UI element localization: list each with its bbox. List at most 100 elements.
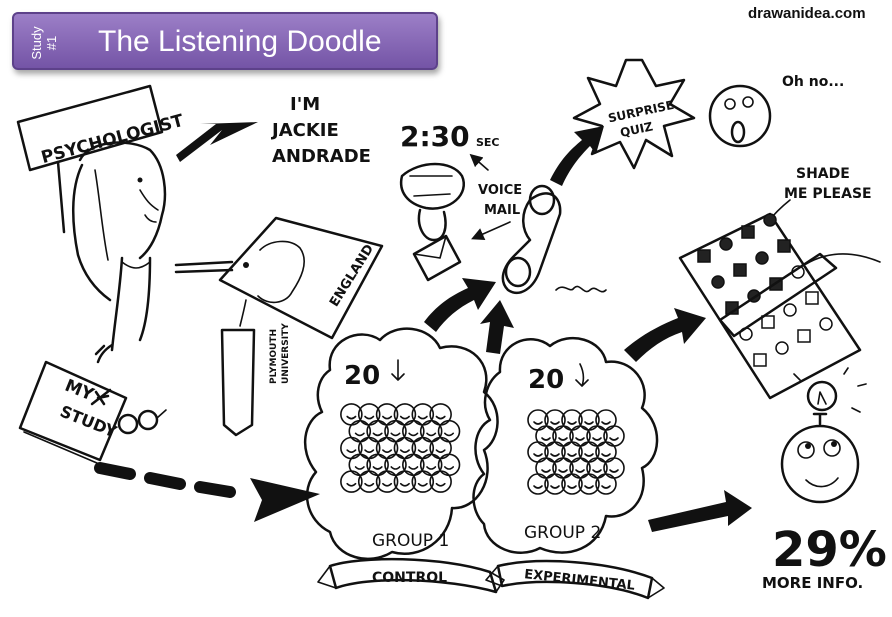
name-arrow — [176, 122, 258, 162]
result-label: MORE INFO. — [762, 574, 863, 592]
crowd-smile — [592, 469, 602, 473]
crowd-smile — [372, 466, 383, 470]
answer-bubble — [777, 239, 791, 253]
crowd-smile — [435, 449, 446, 453]
crowd-smile — [533, 453, 543, 457]
crowd-smile — [550, 421, 560, 425]
timer-unit: SEC — [476, 136, 500, 149]
answer-bubble — [711, 275, 725, 289]
experimental-label: EXPERIMENTAL — [523, 567, 635, 594]
group1-cloud: 20 GROUP 1 — [303, 327, 499, 561]
crowd-face — [544, 473, 566, 495]
crowd-smile — [417, 415, 428, 420]
name-label: I'M JACKIE ANDRADE — [270, 94, 371, 167]
psychologist-label: PSYCHOLOGIST — [39, 111, 186, 168]
my-study-notebook: MY STUDY — [18, 360, 128, 467]
timer-value: 2:30 — [400, 120, 470, 153]
crowd-smile — [346, 449, 357, 453]
crowd-smile — [609, 469, 619, 473]
crowd-smile — [533, 421, 543, 425]
crowd-smile — [575, 469, 585, 473]
crowd-smile — [567, 421, 577, 425]
dashed-arrow — [94, 462, 320, 522]
crowd-face — [393, 470, 417, 493]
brand-credit: drawanidea.com — [748, 5, 866, 22]
crowd-smile — [426, 432, 437, 437]
crowd-face — [561, 473, 583, 495]
crowd-smile — [364, 449, 375, 453]
crowd-smile — [435, 482, 446, 487]
answer-bubble — [741, 225, 755, 239]
university-tag-line2: UNIVERSITY — [281, 323, 291, 384]
crowd-smile — [408, 466, 419, 470]
crowd-smile — [550, 453, 560, 457]
arrow-group2-to-sheet — [624, 308, 706, 362]
arrow-group2-to-phone — [480, 300, 514, 354]
crowd-face — [527, 473, 549, 495]
answer-bubble — [719, 237, 733, 251]
crowd-smile — [609, 437, 619, 441]
crowd-smile — [390, 466, 401, 470]
answer-bubble — [755, 251, 769, 265]
answer-bubble — [819, 317, 833, 331]
answer-bubble — [697, 249, 711, 263]
crowd-smile — [584, 421, 594, 425]
crowd-smile — [533, 485, 543, 489]
control-ribbon: CONTROL — [317, 557, 505, 594]
crowd-smile — [354, 432, 365, 437]
crowd-face — [375, 470, 399, 493]
talking-mouth — [399, 162, 465, 242]
crowd-smile — [390, 432, 401, 437]
crowd-smile — [601, 453, 611, 457]
answer-bubble — [775, 341, 789, 355]
crowd-smile — [444, 432, 455, 437]
worried-face: Oh no... — [708, 74, 844, 148]
shading-sheet: SHADE ME PLEASE — [678, 166, 881, 400]
crowd-smile — [346, 415, 357, 420]
crowd-face — [595, 473, 617, 495]
crowd-smile — [601, 485, 611, 489]
control-label: CONTROL — [372, 570, 447, 586]
crowd-smile — [364, 482, 375, 487]
crowd-smile — [408, 432, 419, 437]
crowd-face — [429, 470, 452, 493]
envelope — [412, 234, 462, 282]
crowd-smile — [444, 466, 455, 470]
me-please-label: ME PLEASE — [784, 186, 872, 202]
crowd-smile — [567, 453, 577, 457]
crowd-face — [340, 470, 363, 493]
glasses — [117, 409, 167, 435]
crowd-smile — [372, 432, 383, 437]
crowd-smile — [364, 415, 375, 420]
crowd-face — [578, 473, 600, 495]
group2-count: 20 — [528, 365, 564, 395]
crowd-face — [357, 470, 381, 493]
psychologist-figure — [72, 141, 167, 364]
answer-bubble — [763, 213, 777, 227]
answer-bubble — [783, 303, 797, 317]
crowd-smile — [417, 482, 428, 487]
crowd-smile — [382, 449, 393, 453]
crowd-smile — [575, 437, 585, 441]
oh-no-label: Oh no... — [782, 74, 844, 90]
group2-label: GROUP 2 — [524, 523, 601, 543]
crowd-smile — [382, 415, 393, 420]
crowd-smile — [584, 453, 594, 457]
crowd-smile — [399, 415, 410, 420]
lightbulb-face — [780, 367, 867, 504]
answer-bubble — [733, 263, 747, 277]
crowd-smile — [399, 482, 410, 487]
group1-label: GROUP 1 — [372, 531, 449, 551]
notebook-line-study: STUDY — [57, 402, 119, 442]
crowd-smile — [354, 466, 365, 470]
telephone-handset — [501, 184, 607, 295]
quiz-arrow — [550, 126, 604, 186]
title-banner: Study #1 The Listening Doodle — [12, 12, 438, 70]
crowd-smile — [541, 469, 551, 473]
crowd-smile — [592, 437, 602, 441]
university-tag: PLYMOUTH UNIVERSITY — [220, 299, 291, 437]
answer-bubble — [761, 315, 775, 329]
crowd-face — [411, 470, 435, 493]
crowd-smile — [558, 469, 568, 473]
